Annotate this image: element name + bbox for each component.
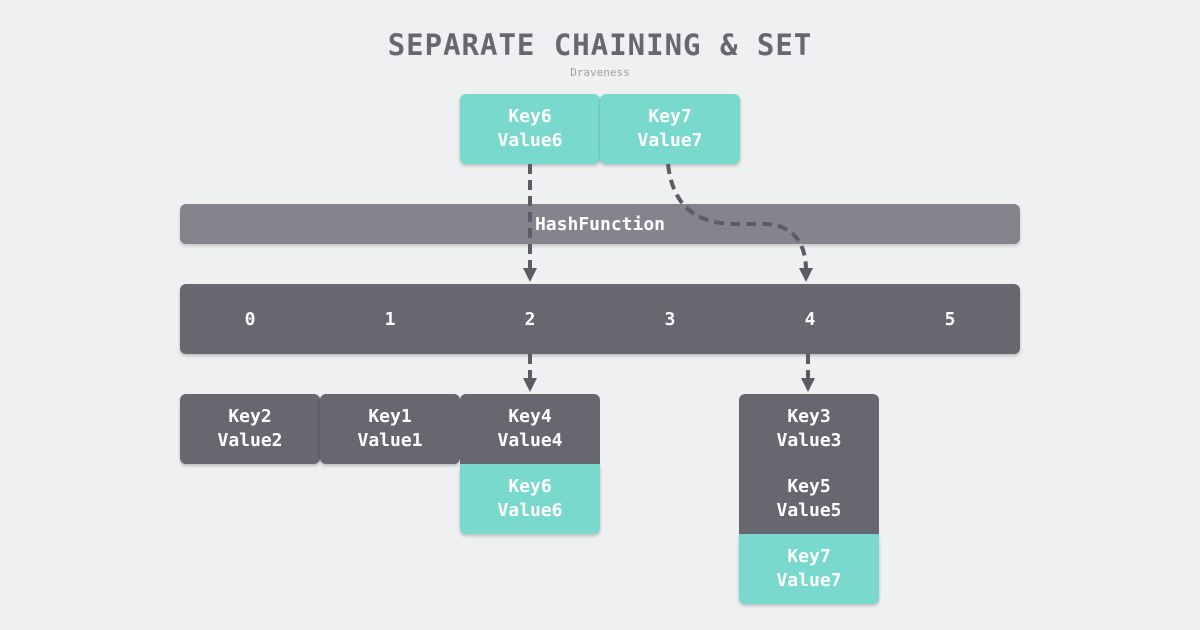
entry-key: Key1 <box>368 406 412 427</box>
chain-entry-key3: Key3 Value3 <box>739 394 879 464</box>
arrowhead-key7 <box>799 268 813 282</box>
bucket-index-4: 4 <box>804 308 816 330</box>
chain-entry-key7: Key7 Value7 <box>739 534 879 604</box>
arrowhead-bucket4 <box>801 378 815 392</box>
arrowhead-bucket2 <box>523 378 537 392</box>
chain-entry-key6: Key6 Value6 <box>460 464 600 534</box>
entry-value: Value2 <box>217 430 283 451</box>
entry-value: Value6 <box>497 130 563 151</box>
chain-entry-key5: Key5 Value5 <box>739 464 879 534</box>
diagram-title: SEPARATE CHAINING & SET <box>387 28 813 62</box>
entry-key: Key4 <box>508 406 552 427</box>
entry-value: Value7 <box>637 130 703 151</box>
bucket-index-3: 3 <box>664 308 676 330</box>
arrow-key7-to-bucket4 <box>666 163 808 271</box>
incoming-entry-key7: Key7 Value7 <box>600 94 740 164</box>
entry-key: Key7 <box>787 546 831 567</box>
entry-value: Value1 <box>357 430 423 451</box>
arrowhead-key6 <box>523 268 537 282</box>
bucket-index-5: 5 <box>944 308 956 330</box>
entry-key: Key6 <box>508 106 552 127</box>
hash-function-bar: HashFunction <box>180 204 1020 244</box>
author-label: Draveness <box>570 66 630 79</box>
entry-value: Value5 <box>776 500 842 521</box>
bucket-index-0: 0 <box>244 308 256 330</box>
hash-function-label: HashFunction <box>534 213 666 235</box>
entry-key: Key5 <box>787 476 831 497</box>
entry-key: Key7 <box>648 106 692 127</box>
entry-key: Key3 <box>787 406 831 427</box>
chain-entry-key2: Key2 Value2 <box>180 394 320 464</box>
bucket-array: 0 1 2 3 4 5 <box>180 284 1020 354</box>
entry-key: Key6 <box>508 476 552 497</box>
bucket-index-2: 2 <box>524 308 536 330</box>
entry-value: Value3 <box>776 430 842 451</box>
entry-value: Value4 <box>497 430 563 451</box>
entry-value: Value7 <box>776 570 842 591</box>
chain-entry-key4: Key4 Value4 <box>460 394 600 464</box>
chain-entry-key1: Key1 Value1 <box>320 394 460 464</box>
entry-value: Value6 <box>497 500 563 521</box>
entry-key: Key2 <box>228 406 272 427</box>
bucket-index-1: 1 <box>384 308 396 330</box>
incoming-entry-key6: Key6 Value6 <box>460 94 600 164</box>
